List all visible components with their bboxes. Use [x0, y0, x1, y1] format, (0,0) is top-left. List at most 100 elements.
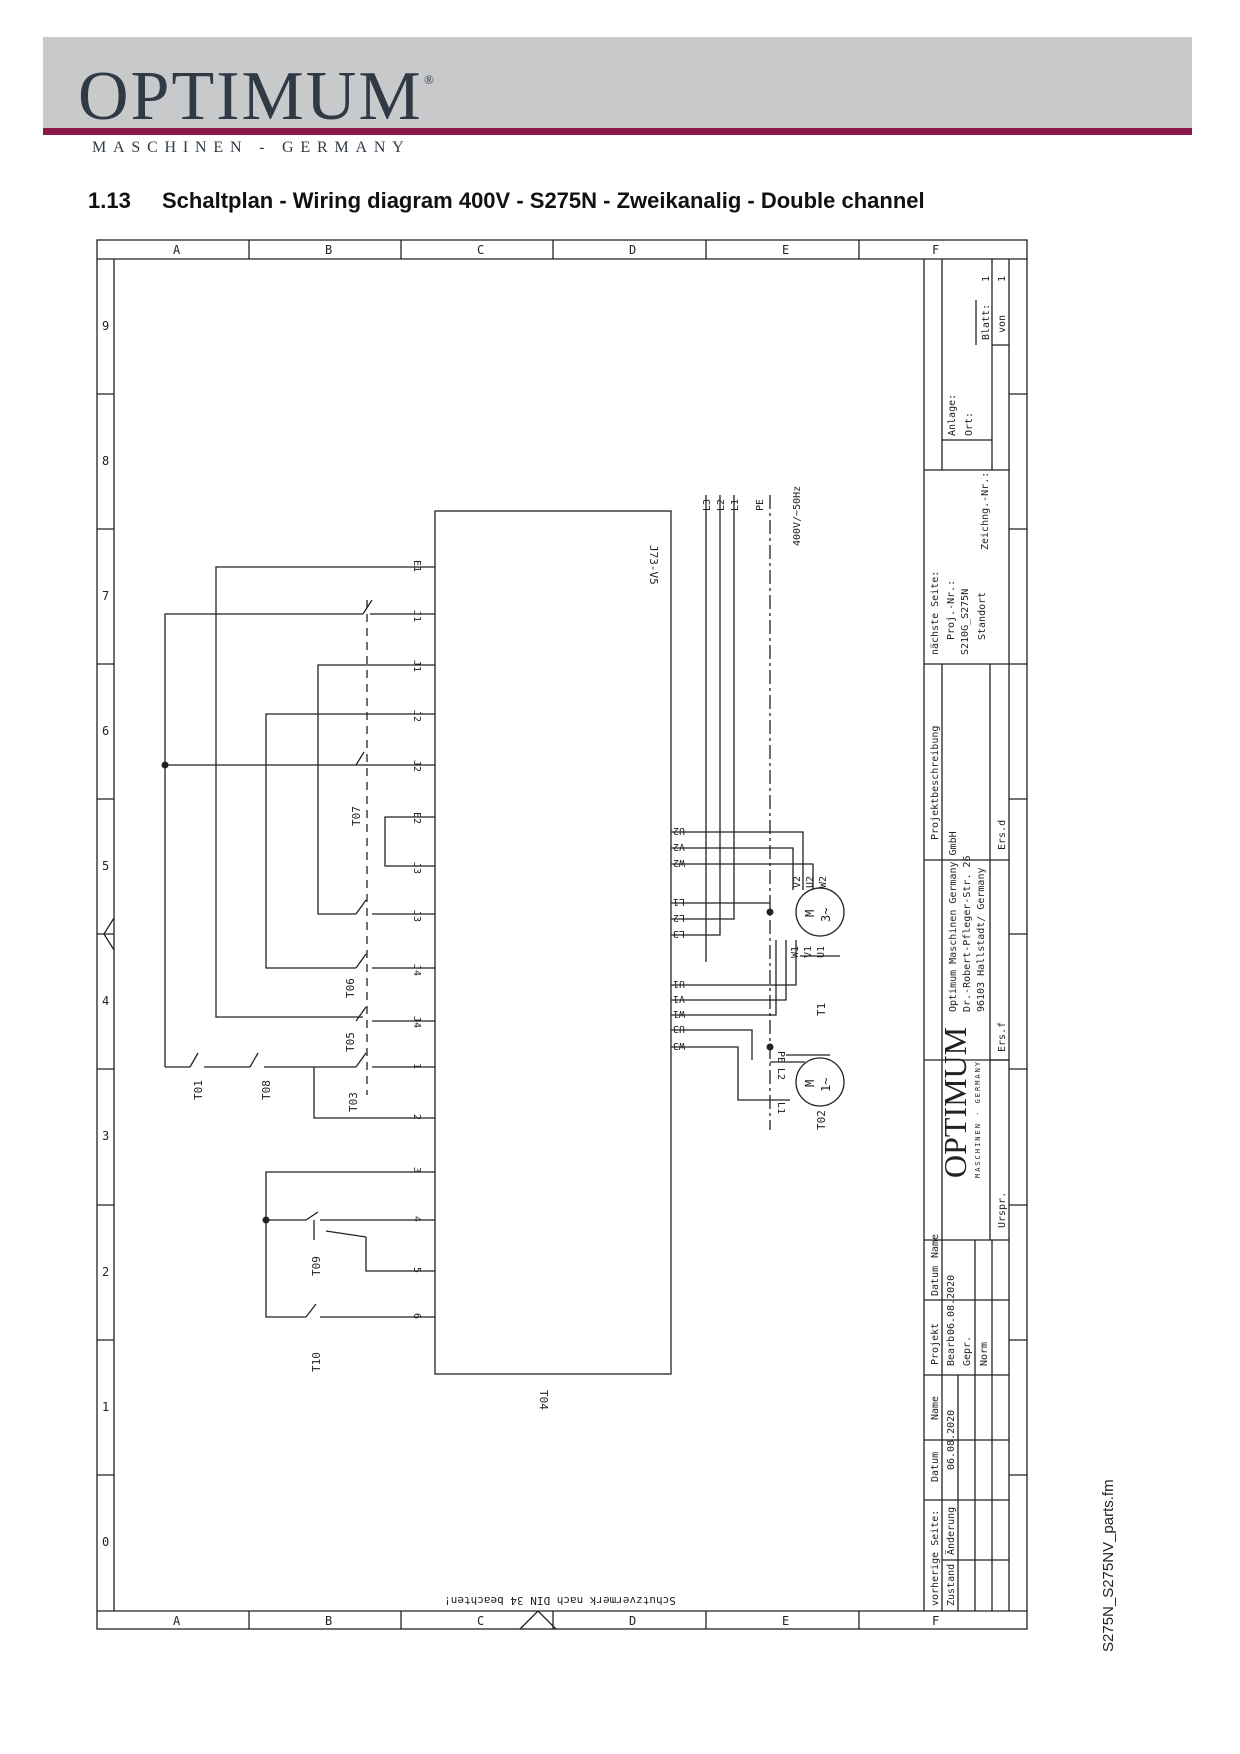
tb-company: Optimum Maschinen Germany GmbH	[948, 831, 959, 1012]
drawing-frame	[96, 239, 1028, 1630]
label-t01: T01	[192, 1080, 205, 1100]
motor-terminals: V2 U2 W2 W1 V1 U1 PE L2 L1	[775, 876, 829, 1114]
label-t06: T06	[344, 978, 357, 998]
motor-u2: U2	[805, 876, 816, 888]
label-t10: T10	[310, 1352, 323, 1372]
terminal-l1: L1	[673, 896, 685, 907]
label-t02: T02	[815, 1110, 828, 1130]
tb-projekt: Projekt	[930, 1323, 941, 1365]
component-labels: T01 T08 T03 T05 T06 T07 T09 T10 T1 T02	[192, 806, 828, 1372]
terminal-l3: L3	[673, 928, 685, 939]
supply-labels: L3 L2 L1 PE 400V/~50Hz	[702, 486, 803, 546]
tb-ers-f: Ers.f	[997, 1022, 1008, 1052]
tb-gepr: Gepr.	[962, 1336, 973, 1366]
tb-vorherige-seite: vorherige Seite:	[930, 1510, 941, 1606]
title-block-text: nächste Seite: Proj.-Nr.: S210G_S275N St…	[930, 276, 1008, 1606]
motor-v2: V2	[792, 876, 803, 888]
terminal-3: 3	[411, 1167, 422, 1173]
tb-blatt: 1	[981, 276, 992, 282]
pump-motor-phase: 1~	[819, 1078, 833, 1092]
registered-mark: ®	[424, 72, 434, 87]
right-terminals: U2 V2 W2 L1 L2 L3 U1 V1 W1 U3 W3	[673, 825, 685, 1051]
terminal-6: 6	[411, 1313, 422, 1319]
title-block-grid	[923, 259, 1009, 1611]
terminal-j4-a: J4	[411, 964, 422, 976]
tb-von-label: von	[997, 315, 1008, 333]
brand-tagline: MASCHINEN - GERMANY	[92, 139, 411, 156]
tb-bearb: Bearb.	[946, 1330, 957, 1366]
row-label-7: 7	[102, 589, 109, 603]
pump-pe: PE	[775, 1051, 786, 1063]
terminal-v1: V1	[673, 993, 685, 1004]
col-label-d-top: D	[629, 243, 636, 257]
terminal-u1: U1	[673, 978, 685, 989]
pump-motor-m: M	[803, 1080, 817, 1087]
main-motor-m: M	[803, 910, 817, 917]
motor-u1: U1	[816, 946, 827, 958]
protection-note: Schutzvermerk nach DIN 34 beachten!	[444, 1594, 676, 1607]
motor-v1: V1	[803, 946, 814, 958]
power-wiring	[671, 495, 840, 1130]
col-label-c-top: C	[477, 243, 484, 257]
terminal-e2: E2	[411, 812, 422, 824]
col-label-c-bottom: C	[477, 1614, 484, 1628]
header-band	[43, 37, 1192, 128]
row-label-3: 3	[102, 1129, 109, 1143]
supply-l2: L2	[716, 499, 727, 511]
terminal-w2: W2	[673, 857, 685, 868]
tb-norm: Norm	[979, 1342, 990, 1366]
row-label-0: 0	[102, 1535, 109, 1549]
centring-mark-left	[103, 917, 115, 951]
terminal-w1: W1	[673, 1008, 685, 1019]
col-label-f-top: F	[932, 243, 939, 257]
terminal-j3-b: J3	[411, 910, 422, 922]
tb-ers-d: Ers.d	[997, 820, 1008, 850]
label-t09: T09	[310, 1256, 323, 1276]
terminal-u2: U2	[673, 825, 685, 836]
col-label-b-top: B	[325, 243, 332, 257]
tb-proj-nr-label: Proj.-Nr.:	[946, 580, 957, 640]
row-label-2: 2	[102, 1265, 109, 1279]
col-label-e-top: E	[782, 243, 789, 257]
centring-mark-bottom	[519, 1610, 557, 1630]
terminal-u3: U3	[673, 1023, 685, 1034]
tb-street: Dr.-Robert-Pfleger-Str. 26	[962, 855, 973, 1012]
row-label-8: 8	[102, 454, 109, 468]
col-label-d-bottom: D	[629, 1614, 636, 1628]
tb-proj-nr: S210G_S275N	[960, 589, 971, 655]
row-label-5: 5	[102, 859, 109, 873]
label-t03: T03	[347, 1092, 360, 1112]
terminal-j1-a: J1	[411, 610, 422, 622]
terminal-1: 1	[411, 1063, 422, 1069]
terminal-j2-b: J2	[411, 760, 422, 772]
terminal-4: 4	[411, 1216, 422, 1222]
pump-l1: L1	[775, 1102, 786, 1114]
motor-w2: W2	[818, 876, 829, 888]
terminal-j2-a: J2	[411, 710, 422, 722]
left-terminals: E1 J1 J1 J2 J2 E2 J3 J3 J4 J4 1 2 3 4 5 …	[411, 560, 422, 1319]
tb-von: 1	[997, 276, 1008, 282]
pump-l2: L2	[775, 1068, 786, 1080]
terminal-l2: L2	[673, 912, 685, 923]
supply-pe: PE	[755, 499, 766, 511]
tb-datum2-value: 06.08.2020	[946, 1410, 957, 1470]
label-t07: T07	[350, 806, 363, 826]
tb-projektbeschreibung: Projektbeschreibung	[930, 726, 941, 840]
row-label-4: 4	[102, 994, 109, 1008]
label-t08: T08	[260, 1080, 273, 1100]
row-ticks	[97, 393, 1027, 1476]
supply-l3: L3	[702, 499, 713, 511]
brand-logo: OPTIMUM	[78, 58, 423, 135]
column-ticks	[248, 240, 860, 1629]
terminal-5: 5	[411, 1267, 422, 1273]
tb-datum: Datum	[930, 1266, 941, 1296]
col-label-a-top: A	[173, 243, 181, 257]
col-label-f-bottom: F	[932, 1614, 939, 1628]
main-motor-phase: 3~	[819, 908, 833, 922]
row-label-9: 9	[102, 319, 109, 333]
row-label-1: 1	[102, 1400, 109, 1414]
section-title-text: Schaltplan - Wiring diagram 400V - S275N…	[162, 188, 925, 213]
motor-symbols: M 3~ M 1~	[803, 908, 833, 1092]
